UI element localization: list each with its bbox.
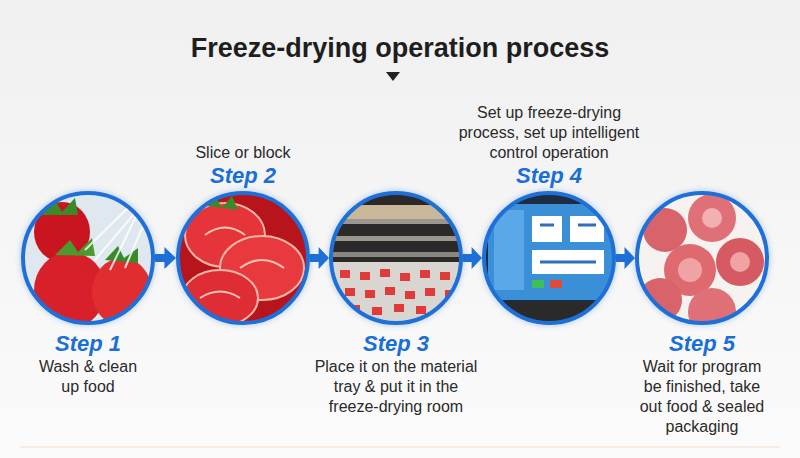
pointer-triangle: [386, 72, 400, 81]
picture-ground: [175, 190, 315, 330]
dried-slice: [638, 278, 682, 322]
screen-panel: [570, 216, 604, 242]
picture-ground: [20, 190, 160, 330]
control-screen-picture: [480, 190, 620, 330]
step-text-group: Step 5Wait for program be finished, take…: [632, 331, 772, 437]
tray: [330, 252, 470, 257]
tray-food: [330, 205, 470, 219]
picture-ground: [480, 190, 620, 330]
dried-slice: [716, 238, 764, 286]
flow-arrow: [155, 247, 176, 269]
step-description: Wait for program be finished, take out f…: [632, 357, 772, 437]
dried-fruit-picture: [635, 190, 775, 336]
step-label: Step 1: [32, 331, 144, 357]
dried-slice: [688, 288, 736, 336]
tray: [330, 219, 470, 224]
screen-menu: [494, 210, 524, 290]
step-circle: Step 3Place it on the material tray & pu…: [329, 191, 463, 325]
step-circle: Set up freeze-drying process, set up int…: [482, 191, 616, 325]
step-label: Step 4: [447, 163, 652, 189]
step-label: Step 5: [632, 331, 772, 357]
screen: [488, 204, 612, 300]
leaf: [40, 198, 78, 215]
tray: [330, 262, 470, 322]
dried-slice: [643, 208, 687, 252]
step-circle: Step 1Wash & clean up food: [21, 191, 155, 325]
screen-panel: [532, 216, 562, 242]
step-text-group: Slice or blockStep 2: [168, 143, 318, 189]
diagram-title: Freeze-drying operation process: [0, 33, 800, 64]
screen-lines: [540, 225, 596, 262]
flow-arrow: [310, 247, 329, 269]
strawberry-slice: [182, 270, 258, 326]
base-line: [20, 447, 780, 448]
water-spray: [85, 195, 152, 270]
step-text-group: Set up freeze-drying process, set up int…: [447, 103, 652, 189]
slices-picture: [175, 190, 315, 330]
flow-arrow: [463, 247, 482, 269]
step-description: Place it on the material tray & put it i…: [311, 357, 481, 417]
slice-core: [730, 252, 750, 272]
washing-picture: [20, 190, 160, 330]
slice-core: [678, 258, 702, 282]
step-label: Step 2: [168, 163, 318, 189]
dried-slice: [688, 194, 736, 242]
strawberry: [92, 258, 152, 326]
strawberry-cubes: [340, 269, 455, 315]
leaf: [200, 195, 238, 210]
slice-core: [702, 208, 722, 228]
slice-core: [200, 228, 284, 299]
step-circle: Step 5Wait for program be finished, take…: [635, 191, 769, 325]
step-description: Slice or block: [168, 143, 318, 163]
step-circle: Slice or blockStep 2: [176, 191, 310, 325]
step-description: Set up freeze-drying process, set up int…: [447, 103, 652, 163]
step-text-group: Step 3Place it on the material tray & pu…: [311, 331, 481, 417]
tray: [330, 236, 470, 241]
step-label: Step 3: [311, 331, 481, 357]
step-description: Wash & clean up food: [32, 357, 144, 397]
flow-arrow: [616, 247, 635, 269]
step-text-group: Step 1Wash & clean up food: [32, 331, 144, 397]
picture-ground: [330, 190, 470, 330]
screen-button: [532, 280, 544, 288]
screen-button: [550, 280, 562, 288]
screen-bezel: [480, 302, 620, 330]
trays-picture: [330, 190, 470, 330]
